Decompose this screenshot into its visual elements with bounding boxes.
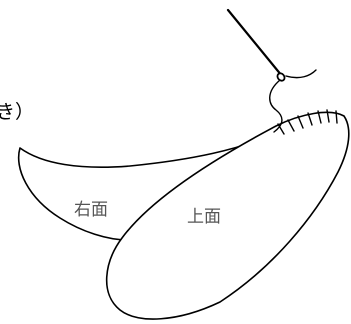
right-face-label: 右面 — [74, 200, 108, 220]
thread-strand — [269, 79, 283, 133]
top-left-label: き） — [0, 101, 34, 123]
stitch — [326, 109, 330, 123]
stitch — [307, 112, 313, 126]
thread-tail — [285, 69, 317, 79]
whip-stitches — [277, 109, 338, 135]
stitch — [297, 115, 304, 129]
needle-eye — [276, 72, 286, 82]
thread — [269, 69, 317, 133]
stitch — [277, 123, 285, 135]
top-face-label: 上面 — [187, 207, 221, 227]
needle-shaft — [226, 8, 284, 78]
stitch — [335, 110, 338, 124]
top-face-piece — [105, 111, 350, 320]
stitch — [287, 119, 295, 132]
stitch — [317, 110, 322, 124]
needle-icon — [226, 8, 286, 82]
